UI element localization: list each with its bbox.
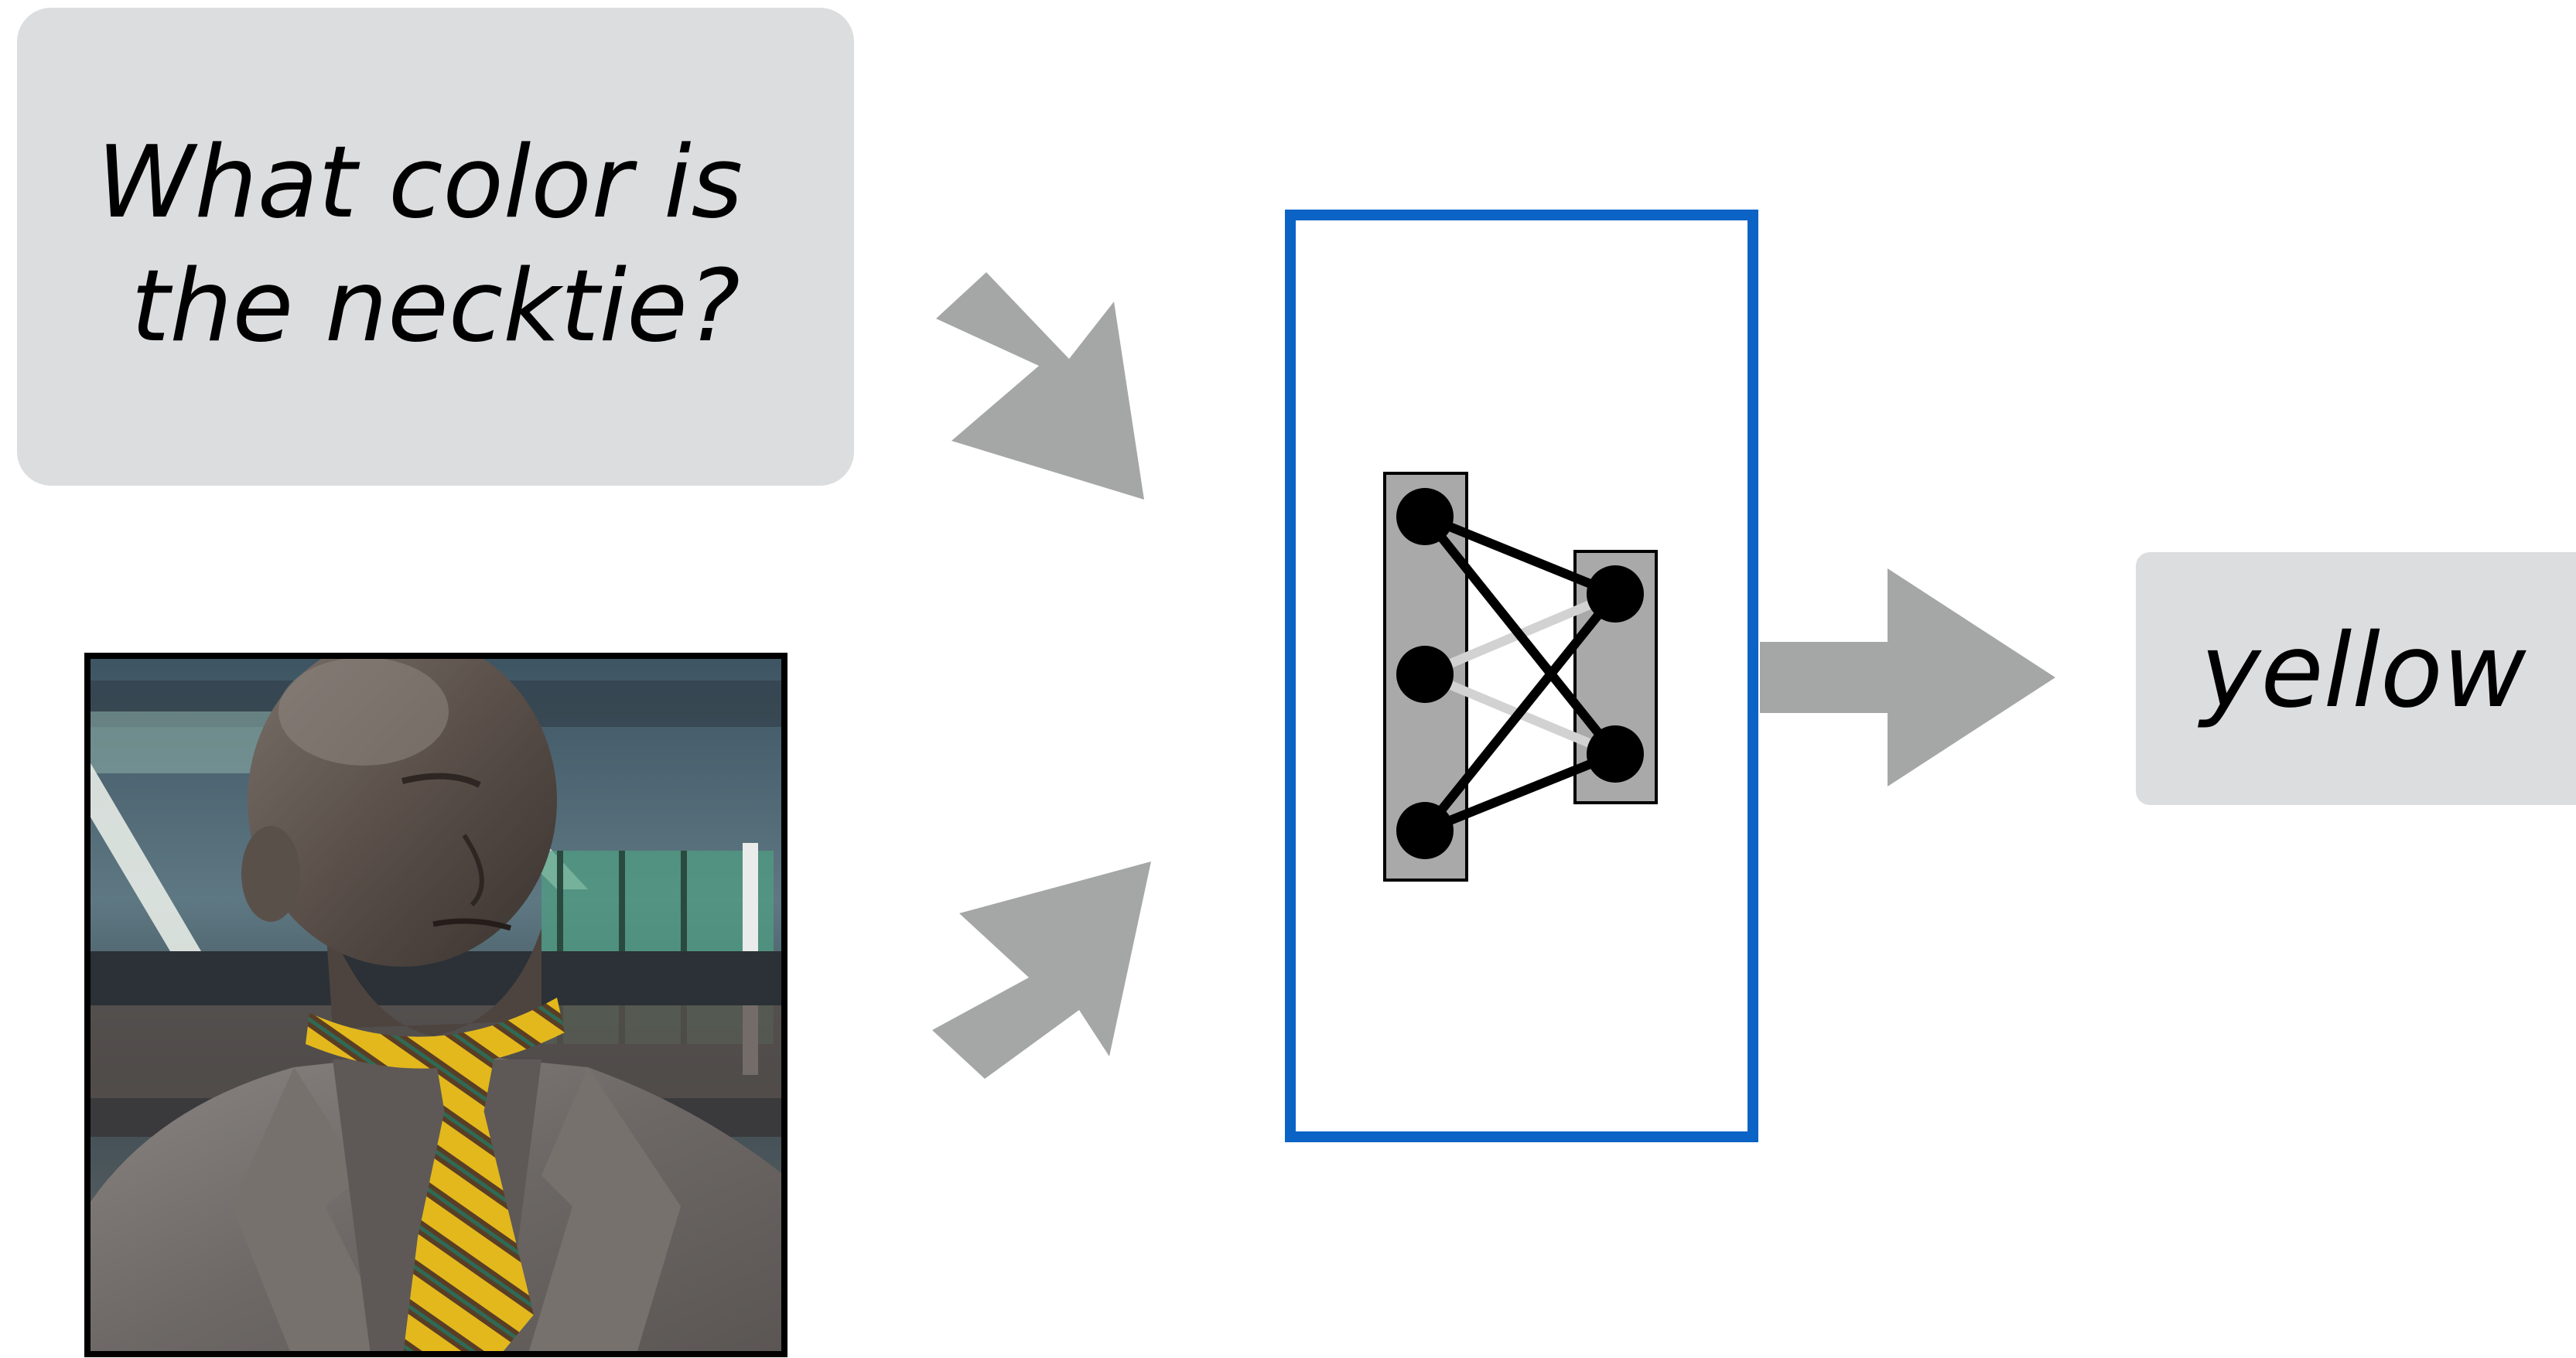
model-box	[1285, 210, 1758, 1142]
neural-network-icon	[1383, 472, 1658, 882]
question-line-1: What color is	[97, 125, 743, 241]
question-arrow	[936, 272, 1144, 500]
answer-text: yellow	[2197, 612, 2526, 731]
output-arrow	[1760, 568, 2055, 786]
question-line-2: the necktie?	[131, 249, 740, 364]
image-arrow	[932, 862, 1151, 1079]
svg-text:What color is the neckti: What color is the necktie?	[97, 125, 774, 364]
input-photo	[84, 653, 787, 1357]
answer-bubble: yellow	[2136, 552, 2576, 805]
question-bubble: What color is the necktie?	[17, 8, 854, 486]
